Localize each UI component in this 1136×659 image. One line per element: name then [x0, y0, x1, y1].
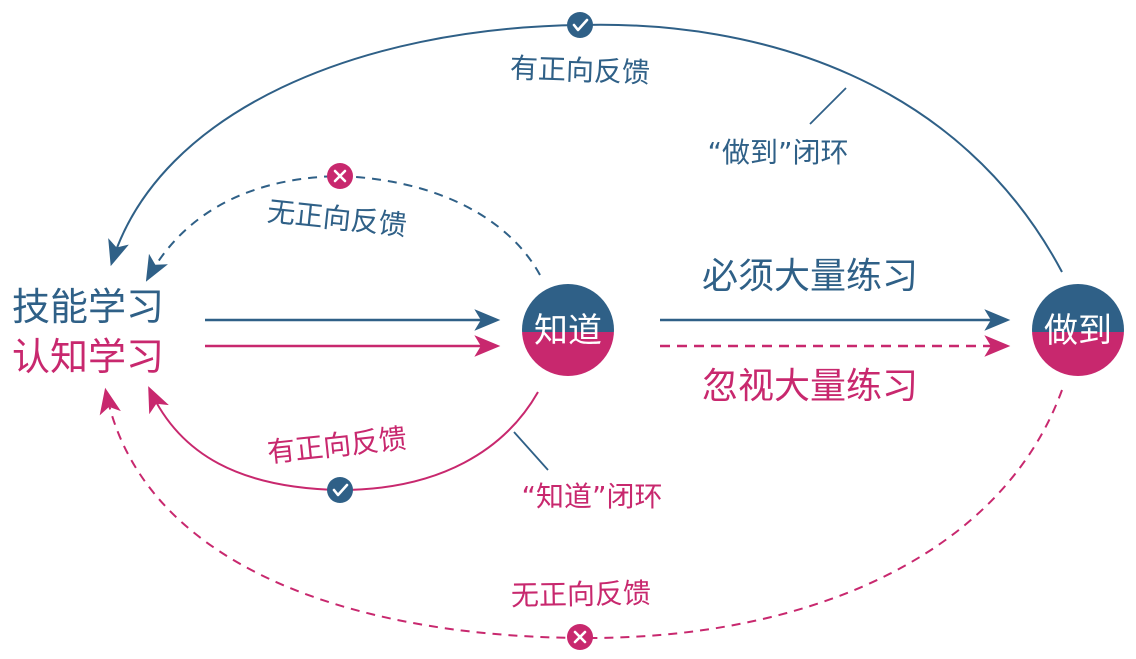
- know-node-label: 知道: [534, 311, 602, 351]
- check-icon: [327, 477, 353, 503]
- cognitive-learning-label: 认知学习: [12, 335, 164, 379]
- must-practice-label: 必须大量练习: [702, 256, 918, 297]
- do-node: 做到: [1032, 284, 1124, 376]
- know-loop-leader: [513, 431, 549, 471]
- do-loop-annotation: “做到”闭环: [707, 136, 848, 169]
- inner-top-feedback-label: 无正向反馈: [266, 195, 409, 242]
- top-feedback-label: 有正向反馈: [509, 52, 650, 90]
- inner-bottom-feedback-label: 有正向反馈: [266, 422, 409, 469]
- bottom-feedback-label: 无正向反馈: [511, 577, 652, 612]
- know-node: 知道: [522, 284, 614, 376]
- skill-learning-label: 技能学习: [12, 285, 164, 329]
- ignore-practice-label: 忽视大量练习: [702, 366, 918, 407]
- do-node-label: 做到: [1044, 311, 1112, 351]
- check-icon: [567, 12, 593, 38]
- do-loop-leader: [809, 87, 847, 125]
- cross-icon: [567, 624, 593, 650]
- know-loop-annotation: “知道”闭环: [521, 480, 662, 513]
- cross-icon: [327, 163, 353, 189]
